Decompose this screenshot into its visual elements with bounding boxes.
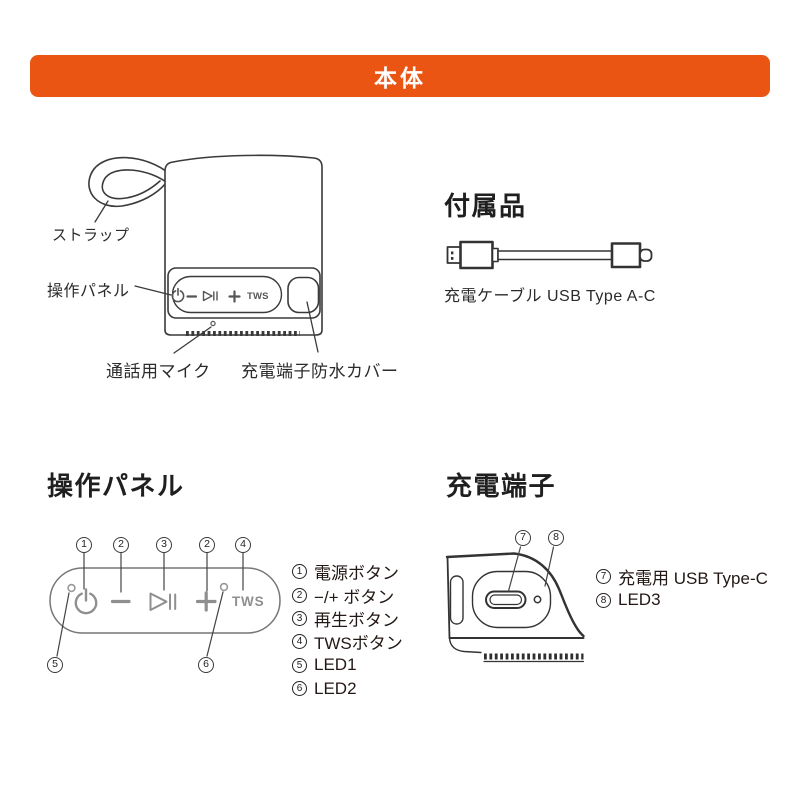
led1-dot (67, 583, 76, 593)
charge-legend: 7 充電用 USB Type-C 8 LED3 (596, 565, 768, 612)
callout-8: 8 (548, 530, 564, 546)
panel-leader-line (134, 285, 172, 296)
callout-line-5 (56, 592, 70, 657)
callout-3: 3 (156, 537, 172, 553)
legend-num-8: 8 (596, 592, 611, 608)
legend-num-6: 6 (292, 681, 307, 697)
panel-section-heading: 操作パネル (47, 471, 185, 501)
legend-label-6: LED2 (314, 678, 357, 698)
legend-item-tws: 4 TWSボタン (292, 630, 403, 653)
mic-leader-line (173, 326, 212, 354)
cable-cord (497, 250, 614, 261)
strap-leader-line (94, 200, 109, 223)
callout-1: 1 (76, 537, 92, 553)
bottom-left-curve (448, 637, 482, 654)
cover-leader-line (306, 301, 319, 353)
callout-line-7 (507, 546, 522, 592)
cover-label: 充電端子防水カバー (241, 362, 399, 381)
body-outline-left (446, 556, 451, 639)
power-icon (171, 287, 185, 303)
usb-a-plug (446, 246, 462, 264)
legend-item-led2: 6 LED2 (292, 677, 403, 700)
control-panel-diagram (49, 552, 281, 657)
play-pause-icon (202, 290, 218, 302)
usb-c-body (610, 242, 642, 269)
mic-label: 通話用マイク (106, 362, 211, 381)
legend-label-5: LED1 (314, 655, 357, 675)
plus-icon-large (195, 591, 217, 612)
usb-cable-icon (446, 240, 653, 270)
callout-4: 4 (235, 537, 251, 553)
callout-2a: 2 (113, 537, 129, 553)
legend-item-volume: 2 −/+ ボタン (292, 583, 403, 607)
power-icon-large (74, 588, 98, 615)
banner-title: 本体 (374, 65, 426, 91)
panel-legend: 1 電源ボタン 2 −/+ ボタン 3 再生ボタン 4 TWSボタン 5 LED… (292, 560, 403, 700)
legend-item-power: 1 電源ボタン (292, 560, 403, 583)
charging-terminal-diagram (445, 546, 585, 663)
mic-hole (210, 320, 216, 327)
legend-num-4: 4 (292, 634, 307, 650)
legend-label-4: TWSボタン (314, 634, 403, 654)
legend-num-3: 3 (292, 610, 307, 626)
legend-num-2: 2 (292, 587, 307, 603)
legend-item-led3: 8 LED3 (596, 588, 768, 611)
legend-item-play: 3 再生ボタン (292, 607, 403, 630)
callout-7: 7 (515, 530, 531, 546)
legend-label-3: 再生ボタン (314, 610, 399, 630)
speaker-illustration (88, 154, 323, 354)
play-pause-icon-large (149, 592, 177, 611)
legend-item-led1: 5 LED1 (292, 654, 403, 677)
waterproof-cover (287, 276, 320, 314)
usb-c-tip (639, 248, 653, 262)
led2-dot (219, 582, 229, 592)
callout-6: 6 (198, 657, 214, 673)
strap-label: ストラップ (52, 227, 130, 244)
callout-2b: 2 (199, 537, 215, 553)
legend-num-1: 1 (292, 564, 307, 580)
callout-5: 5 (47, 657, 63, 673)
edge-detail (449, 575, 464, 625)
charge-section-heading: 充電端子 (446, 471, 557, 501)
usb-a-body (459, 240, 494, 270)
legend-label-8: LED3 (618, 590, 661, 610)
legend-num-7: 7 (596, 569, 611, 585)
legend-item-usbc: 7 充電用 USB Type-C (596, 565, 768, 588)
legend-num-5: 5 (292, 657, 307, 673)
usb-c-port (485, 590, 527, 609)
plus-icon (228, 290, 241, 303)
body-outline-top (445, 552, 585, 638)
cable-label: 充電ケーブル USB Type A-C (444, 288, 656, 305)
accessories-heading: 付属品 (444, 191, 527, 221)
strap-inner (101, 169, 171, 200)
section-banner: 本体 (30, 55, 770, 97)
led3-dot (533, 595, 542, 604)
legend-label-2: −/+ ボタン (314, 587, 395, 607)
callout-line-8 (544, 546, 555, 587)
legend-label-7: 充電用 USB Type-C (618, 569, 768, 589)
usb-c-port-inner (489, 594, 523, 606)
panel-label: 操作パネル (47, 283, 130, 300)
tws-button-large: TWS (232, 594, 265, 609)
tws-button-small: TWS (247, 291, 269, 302)
legend-label-1: 電源ボタン (314, 564, 399, 584)
callout-line-6 (206, 591, 224, 657)
strap (88, 156, 172, 208)
